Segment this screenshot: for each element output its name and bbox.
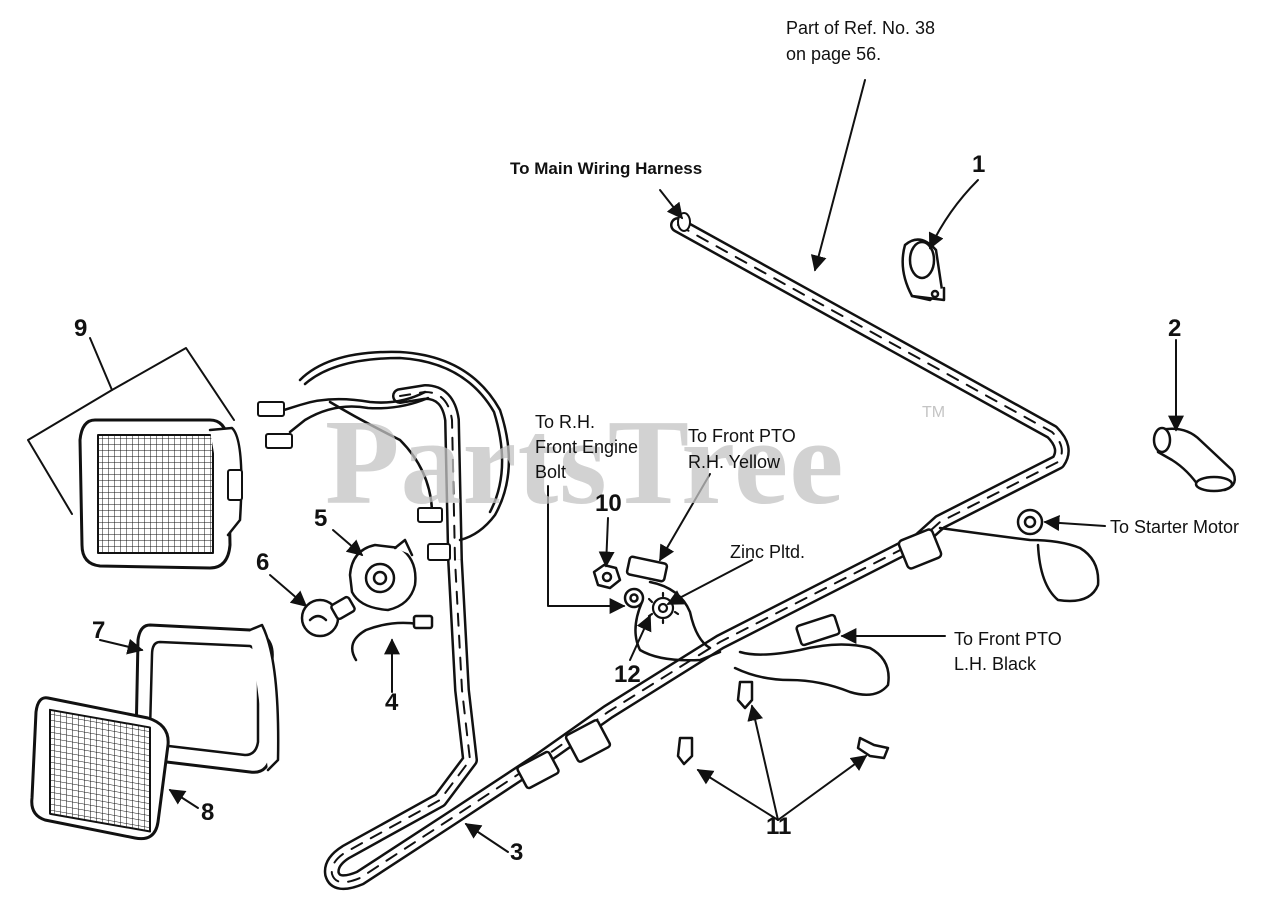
callout-7: 7 <box>92 617 106 644</box>
headlight-housing <box>134 623 280 774</box>
harness-connectors <box>516 719 612 790</box>
callout-11: 11 <box>766 813 792 840</box>
spade-terminals <box>257 401 451 561</box>
headlight-lens <box>30 696 170 841</box>
callout-4: 4 <box>385 689 399 716</box>
rh-bolt-label-line3: Bolt <box>535 462 567 482</box>
callout-9: 9 <box>74 315 88 342</box>
main-harness-label: To Main Wiring Harness <box>510 159 703 178</box>
callout-3: 3 <box>510 839 524 866</box>
pto-lh-label-line2: L.H. Black <box>954 654 1037 674</box>
rh-bolt-label-line1: To R.H. <box>535 412 596 432</box>
terminal-boot <box>1152 426 1237 493</box>
lamp-wire-loop <box>282 350 511 542</box>
starter-motor-label: To Starter Motor <box>1110 517 1240 537</box>
rh-bolt-label-line2: Front Engine <box>535 437 639 457</box>
ref-note-line1: Part of Ref. No. 38 <box>786 18 936 38</box>
lamp-socket <box>348 538 417 612</box>
pto-lh-branch <box>733 613 890 697</box>
leader-lines <box>27 79 1184 853</box>
pto-rh-label-line2: R.H. Yellow <box>688 452 781 472</box>
callout-12: 12 <box>614 661 641 688</box>
hex-nut <box>592 563 622 590</box>
callout-8: 8 <box>201 799 215 826</box>
harness-clips <box>676 680 890 766</box>
callout-5: 5 <box>314 505 328 532</box>
ref-note-line2: on page 56. <box>786 44 882 64</box>
harness-clamp <box>901 238 946 302</box>
pto-lh-label-line1: To Front PTO <box>954 629 1062 649</box>
callout-2: 2 <box>1168 315 1182 342</box>
callout-6: 6 <box>256 549 270 576</box>
headlight-assembly <box>78 418 243 570</box>
callout-1: 1 <box>972 151 986 178</box>
zinc-plated-label: Zinc Pltd. <box>730 542 806 562</box>
starter-branch <box>897 508 1100 603</box>
pto-rh-label-line1: To Front PTO <box>688 426 796 446</box>
lamp-bulb <box>300 595 356 638</box>
trademark-mark: TM <box>922 404 946 421</box>
callout-10: 10 <box>595 490 622 517</box>
jumper-wire <box>351 614 434 662</box>
pto-rh-branch <box>623 555 722 662</box>
partstree-watermark: PartsTree <box>325 395 845 530</box>
main-wiring-harness <box>323 212 1070 891</box>
lock-washer <box>647 591 680 625</box>
